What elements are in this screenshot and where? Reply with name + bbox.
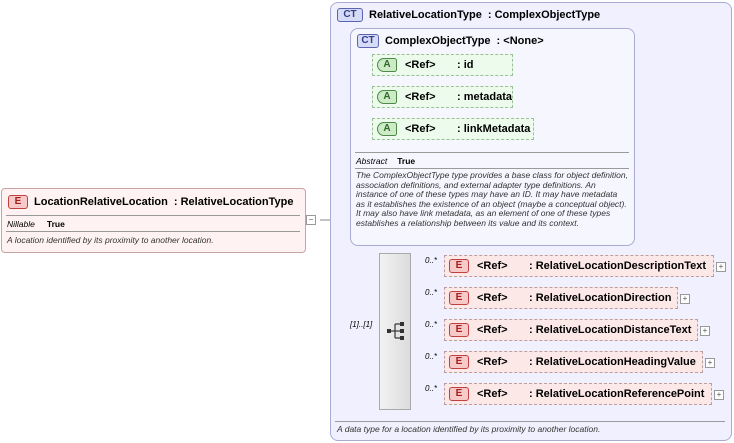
expand-icon[interactable]: +	[700, 326, 710, 336]
sequence-compositor[interactable]	[379, 253, 411, 410]
child-ref: <Ref>	[477, 388, 508, 400]
element-badge-icon: E	[449, 291, 469, 305]
child-cardinality: 0..*	[425, 320, 438, 329]
child-cardinality: 0..*	[425, 352, 438, 361]
child-ref: <Ref>	[477, 356, 508, 368]
element-name: LocationRelativeLocation	[34, 196, 168, 208]
attribute-id[interactable]: A <Ref> : id	[372, 54, 513, 76]
child-ref: <Ref>	[477, 292, 508, 304]
attribute-name: : linkMetadata	[457, 123, 531, 135]
inner-type-doc: The ComplexObjectType type provides a ba…	[356, 170, 628, 228]
element-box[interactable]: E LocationRelativeLocation : RelativeLoc…	[1, 188, 306, 253]
child-relative-location-reference-point[interactable]: E <Ref> : RelativeLocationReferencePoint	[444, 383, 712, 405]
inner-type-name: ComplexObjectType	[385, 35, 491, 47]
child-ref: <Ref>	[477, 260, 508, 272]
element-type: : RelativeLocationType	[173, 196, 294, 208]
outer-type-name: RelativeLocationType	[369, 9, 482, 21]
expand-icon[interactable]: +	[680, 294, 690, 304]
child-relative-location-description-text[interactable]: E <Ref> : RelativeLocationDescriptionTex…	[444, 255, 714, 277]
element-badge-icon: E	[449, 323, 469, 337]
child-cardinality: 0..*	[425, 288, 438, 297]
element-doc: A location identified by its proximity t…	[7, 235, 214, 245]
child-name: : RelativeLocationHeadingValue	[529, 356, 696, 368]
expand-icon[interactable]: +	[714, 390, 724, 400]
child-relative-location-direction[interactable]: E <Ref> : RelativeLocationDirection	[444, 287, 678, 309]
attribute-name: : metadata	[456, 91, 513, 103]
attribute-badge-icon: A	[377, 122, 397, 136]
attribute-link-metadata[interactable]: A <Ref> : linkMetadata	[372, 118, 534, 140]
nillable-label: Nillable	[7, 219, 35, 229]
attribute-ref: <Ref>	[405, 59, 436, 71]
child-relative-location-distance-text[interactable]: E <Ref> : RelativeLocationDistanceText	[444, 319, 698, 341]
attribute-ref: <Ref>	[405, 123, 436, 135]
inner-type-base: : <None>	[496, 35, 544, 47]
child-name: : RelativeLocationDirection	[529, 292, 672, 304]
attribute-badge-icon: A	[377, 90, 397, 104]
collapse-icon[interactable]: −	[306, 215, 316, 225]
nillable-value: True	[46, 219, 65, 229]
element-badge-icon: E	[449, 355, 469, 369]
child-name: : RelativeLocationDistanceText	[529, 324, 692, 336]
outer-type-doc: A data type for a location identified by…	[337, 424, 601, 434]
abstract-label: Abstract	[356, 156, 388, 166]
expand-icon[interactable]: +	[705, 358, 715, 368]
element-badge-icon: E	[449, 387, 469, 401]
attribute-metadata[interactable]: A <Ref> : metadata	[372, 86, 513, 108]
outer-type-base: : ComplexObjectType	[487, 9, 601, 21]
child-cardinality: 0..*	[425, 384, 438, 393]
child-ref: <Ref>	[477, 324, 508, 336]
attribute-badge-icon: A	[377, 58, 397, 72]
attribute-ref: <Ref>	[405, 91, 436, 103]
complex-type-badge-icon: CT	[337, 8, 363, 22]
sequence-icon	[387, 322, 404, 340]
child-cardinality: 0..*	[425, 256, 438, 265]
child-name: : RelativeLocationDescriptionText	[529, 260, 707, 272]
expand-icon[interactable]: +	[716, 262, 726, 272]
child-relative-location-heading-value[interactable]: E <Ref> : RelativeLocationHeadingValue	[444, 351, 703, 373]
element-badge-icon: E	[8, 195, 28, 209]
attribute-name: : id	[457, 59, 474, 71]
element-badge-icon: E	[449, 259, 469, 273]
child-name: : RelativeLocationReferencePoint	[529, 388, 705, 400]
abstract-value: True	[397, 156, 416, 166]
sequence-cardinality: [1]..[1]	[350, 320, 373, 329]
complex-type-badge-icon: CT	[357, 34, 379, 48]
